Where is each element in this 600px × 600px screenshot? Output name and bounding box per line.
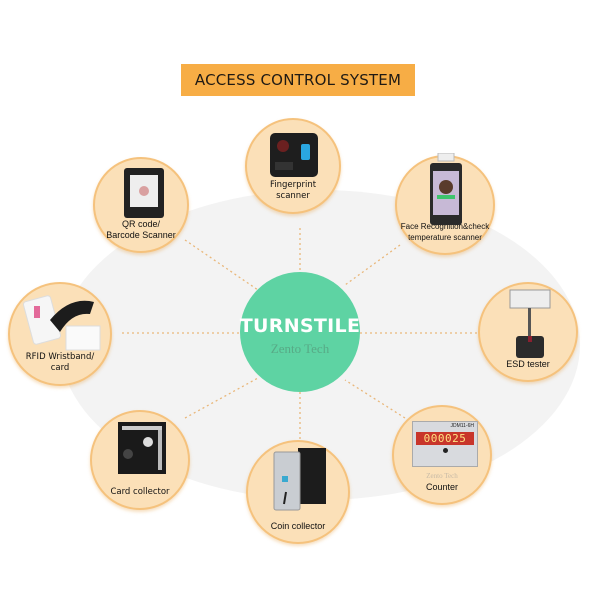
connector-counter	[344, 379, 406, 419]
node-label: Coin collector	[270, 521, 326, 531]
node-qr-scanner: QR code/ Barcode Scanner	[93, 157, 189, 253]
node-rfid-wristband: RFID Wristband/ card	[8, 282, 112, 386]
reset-button-icon	[442, 448, 448, 453]
turnstile-label: TURNSTILE	[239, 315, 361, 337]
turnstile-hub: TURNSTILE Zento Tech	[240, 272, 360, 392]
qr-scanner-icon	[124, 168, 164, 218]
rfid-wristband-icon	[22, 295, 101, 351]
node-card-collector: Card collector	[90, 410, 190, 510]
node-label: Fingerprint	[269, 180, 317, 190]
connector-card	[184, 377, 259, 419]
coin-collector-icon	[273, 448, 326, 511]
connector-face	[344, 244, 401, 286]
node-label: Card collector	[110, 487, 170, 497]
node-esd-tester: ESD tester	[478, 282, 578, 382]
title-banner: ACCESS CONTROL SYSTEM	[181, 64, 415, 96]
card-collector-icon	[118, 422, 166, 474]
node-counter: JDM11-6H 000025 Zento Tech Counter	[392, 405, 492, 505]
node-label: ESD tester	[506, 359, 550, 369]
counter-model: JDM11-6H	[450, 423, 474, 429]
title-text: ACCESS CONTROL SYSTEM	[194, 71, 402, 89]
face-recognition-icon	[430, 153, 462, 225]
esd-tester-icon	[509, 289, 551, 358]
node-label: Barcode Scanner	[106, 230, 176, 240]
counter-icon: JDM11-6H 000025	[412, 421, 478, 467]
fingerprint-scanner-icon	[270, 133, 318, 177]
node-label: temperature scanner	[408, 233, 482, 242]
center-watermark: Zento Tech	[270, 341, 330, 356]
node-label: RFID Wristband/	[25, 352, 95, 362]
node-label: scanner	[276, 191, 310, 201]
node-label: Face Recognition&check	[400, 222, 490, 231]
node-fingerprint-scanner: Fingerprint scanner	[245, 118, 341, 214]
counter-display: 000025	[416, 432, 474, 445]
node-face-recognition: Face Recognition&check temperature scann…	[395, 153, 495, 255]
node-label: Counter	[425, 482, 459, 492]
node-coin-collector: Coin collector	[246, 440, 350, 544]
connector-qr	[184, 239, 259, 291]
node-watermark: Zento Tech	[426, 472, 458, 480]
node-label: card	[50, 363, 70, 373]
node-label: QR code/	[121, 219, 161, 229]
